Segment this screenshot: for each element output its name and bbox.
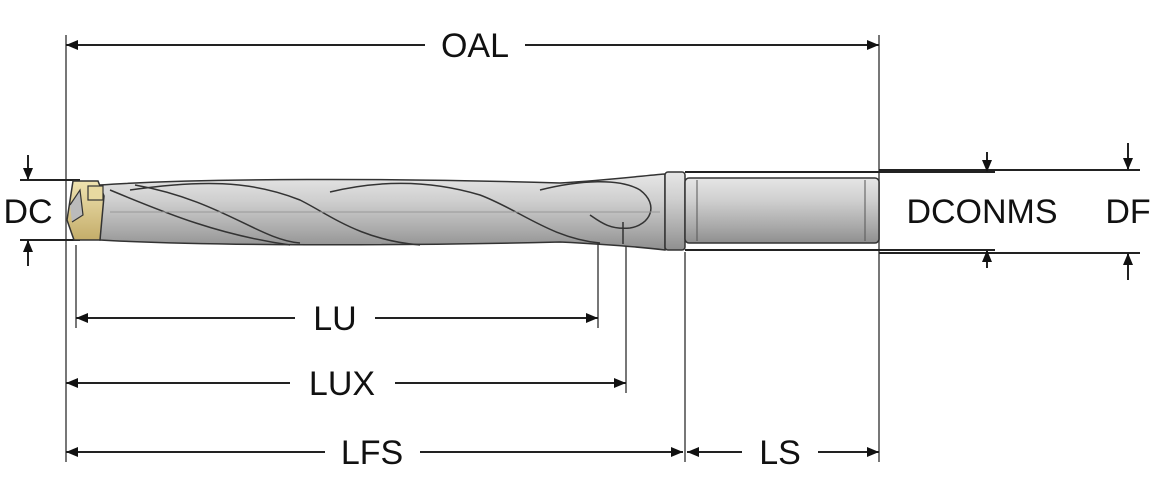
dim-lfs: LFS <box>66 434 683 472</box>
dim-lu: LU <box>76 300 598 338</box>
extension-lines <box>20 35 1140 462</box>
shank <box>684 177 880 244</box>
label-lu: LU <box>313 300 356 338</box>
dim-df: DF <box>1105 143 1151 280</box>
label-lux: LUX <box>309 365 375 403</box>
label-dc: DC <box>3 193 52 231</box>
dim-dconms: DCONMS <box>906 152 1058 268</box>
label-oal: OAL <box>441 27 509 65</box>
drill-body <box>66 171 880 251</box>
dim-oal: OAL <box>66 27 879 65</box>
label-ls: LS <box>759 434 801 472</box>
collar <box>664 171 686 251</box>
label-dconms: DCONMS <box>906 193 1057 231</box>
dim-ls: LS <box>687 434 879 472</box>
drill-tip-insert <box>66 180 105 241</box>
label-df: DF <box>1105 193 1150 231</box>
label-lfs: LFS <box>341 434 403 472</box>
dim-lux: LUX <box>66 365 626 403</box>
dim-dc: DC <box>3 155 53 266</box>
